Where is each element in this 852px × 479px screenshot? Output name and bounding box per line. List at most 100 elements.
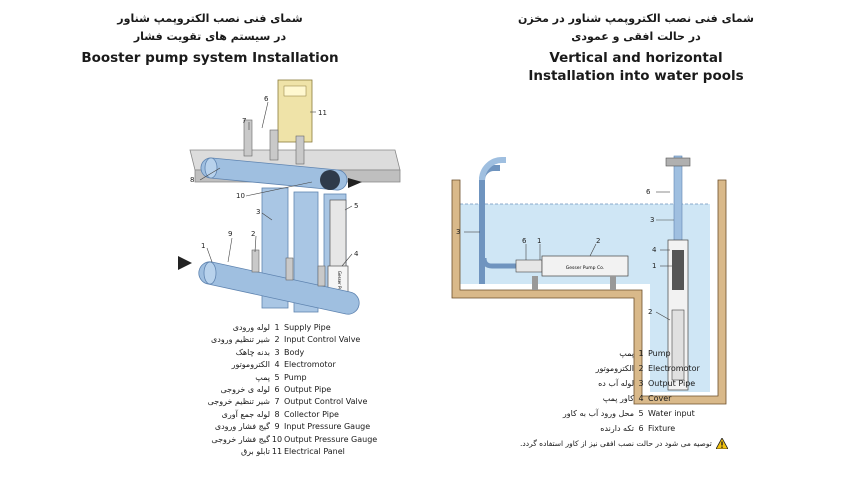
pool-callout-2-left: 2 [596,237,600,245]
inflow-arrow-icon [178,256,192,270]
booster-title-en: Booster pump system Installation [81,50,339,66]
legend-en: Input Control Valve [284,335,361,345]
booster-installation-panel: شمای فنی نصب الکتروپمپ شناور در سیستم ها… [0,0,420,479]
exposed-pump [329,199,347,271]
collector-pipe [200,157,348,191]
legend-fa: لوله ی خروجی [220,385,270,395]
legend-number: 1 [274,323,280,332]
legend-en: Pump [284,372,307,382]
booster-brand-label: Gesser Pump Co. [337,271,342,305]
legend-row: شیر تنظیم ورودی 2 Input Control Valve [200,334,404,346]
callout-7: 7 [242,117,246,125]
pool-callout-6-left: 6 [522,237,527,245]
legend-number: 8 [274,409,280,419]
pool-title-en-line1: Vertical and horizontal [549,50,723,66]
legend-en: Electrical Panel [284,447,345,457]
vertical-electromotor [671,309,685,381]
legend-en: Electromotor [284,360,336,370]
legend-en: Pump [648,349,671,358]
legend-en: Fixture [648,424,676,433]
callout-2: 2 [251,230,255,238]
horizontal-fixture-2 [610,276,616,290]
booster-diagram: Gesser Pump Co. 1 2 3 4 [178,79,401,315]
legend-fa: لوله آب ده [598,379,634,388]
booster-title-fa-line1: شمای فنی نصب الکتروپمپ شناور [117,12,303,25]
pool-callout-6-right: 6 [646,188,651,196]
legend-fa: شیر تنظیم ورودی [211,335,270,345]
outflow-arrow-icon [348,178,362,188]
vertical-fixture [665,157,691,167]
legend-fa: بدنه چاهک [235,347,270,357]
legend-fa: تکه دارنده [600,424,634,433]
tank-wall [451,179,727,405]
callout-10: 10 [236,192,245,200]
supply-pipe [198,261,360,315]
legend-en: Water input [648,409,695,418]
legend-en: Electromotor [648,364,700,373]
legend-row: الکتروموتور 4 Electromotor [200,359,404,371]
input-valve-2 [285,257,294,281]
legend-fa: پمپ [255,372,270,382]
legend-row: لوله جمع آوری 8 Collector Pipe [200,409,404,421]
output-pressure-gauge [320,170,340,190]
legend-fa: لوله ورودی [232,323,270,332]
legend-fa: گیج فشار خروجی [211,434,270,444]
legend-number: 2 [274,335,280,345]
pool-callout-2-right: 2 [648,308,652,316]
legend-en: Collector Pipe [284,409,339,419]
legend-fa: تابلو برق [240,447,270,457]
pool-callout-3-right: 3 [650,216,654,224]
legend-en: Output Control Valve [284,397,368,407]
warning-icon [715,438,728,449]
callout-8: 8 [190,176,194,184]
legend-number: 2 [638,364,644,373]
pool-note-row: توصیه می شود در حالت نصب افقی نیز از کاو… [520,438,728,449]
pool-callout-4-right: 4 [652,246,657,254]
legend-en: Body [284,347,305,357]
pool-leader-lines [464,191,674,321]
pool-installation-panel: شمای فنی نصب الکتروپمپ شناور در مخزن در … [420,0,852,479]
callout-9: 9 [228,230,232,238]
legend-en: Output Pressure Gauge [284,434,378,444]
output-valve-3 [295,135,305,165]
legend-row: تکه دارنده 6 Fixture [550,421,738,436]
legend-fa: گیج فشار ورودی [214,422,270,432]
input-valve-1 [251,249,260,273]
legend-fa: پمپ [619,349,634,358]
callout-11: 11 [318,109,327,117]
legend-fa: لوله جمع آوری [221,409,270,419]
horizontal-output-pipe-bend [481,257,520,269]
horizontal-brand-label: Gesser Pump Co. [566,265,604,271]
legend-fa: الکتروموتور [231,360,270,370]
horizontal-fixture-1 [532,276,538,290]
legend-fa: کاور پمپ [602,394,634,403]
supply-pipe-end [203,261,217,285]
pool-callout-1-left: 1 [537,237,541,245]
horizontal-cover [541,255,629,277]
pool-callout-3-left: 3 [456,228,460,236]
legend-row: لوله ورودی 1 Supply Pipe [200,322,404,334]
legend-number: 4 [638,394,644,403]
legend-en: Output Pipe [284,385,332,395]
callout-1: 1 [201,242,205,250]
legend-number: 5 [638,409,644,418]
pool-diagram: Gesser Pump Co. 3 6 1 2 6 3 4 [451,155,727,405]
pool-title-fa-line2: در حالت افقی و عمودی [571,30,701,43]
legend-number: 6 [638,424,644,433]
legend-fa: الکتروموتور [595,364,634,373]
callout-3: 3 [256,208,260,216]
legend-number: 6 [274,385,280,395]
legend-en: Supply Pipe [284,323,331,332]
legend-number: 4 [274,360,280,370]
collector-pipe-end [204,157,218,179]
